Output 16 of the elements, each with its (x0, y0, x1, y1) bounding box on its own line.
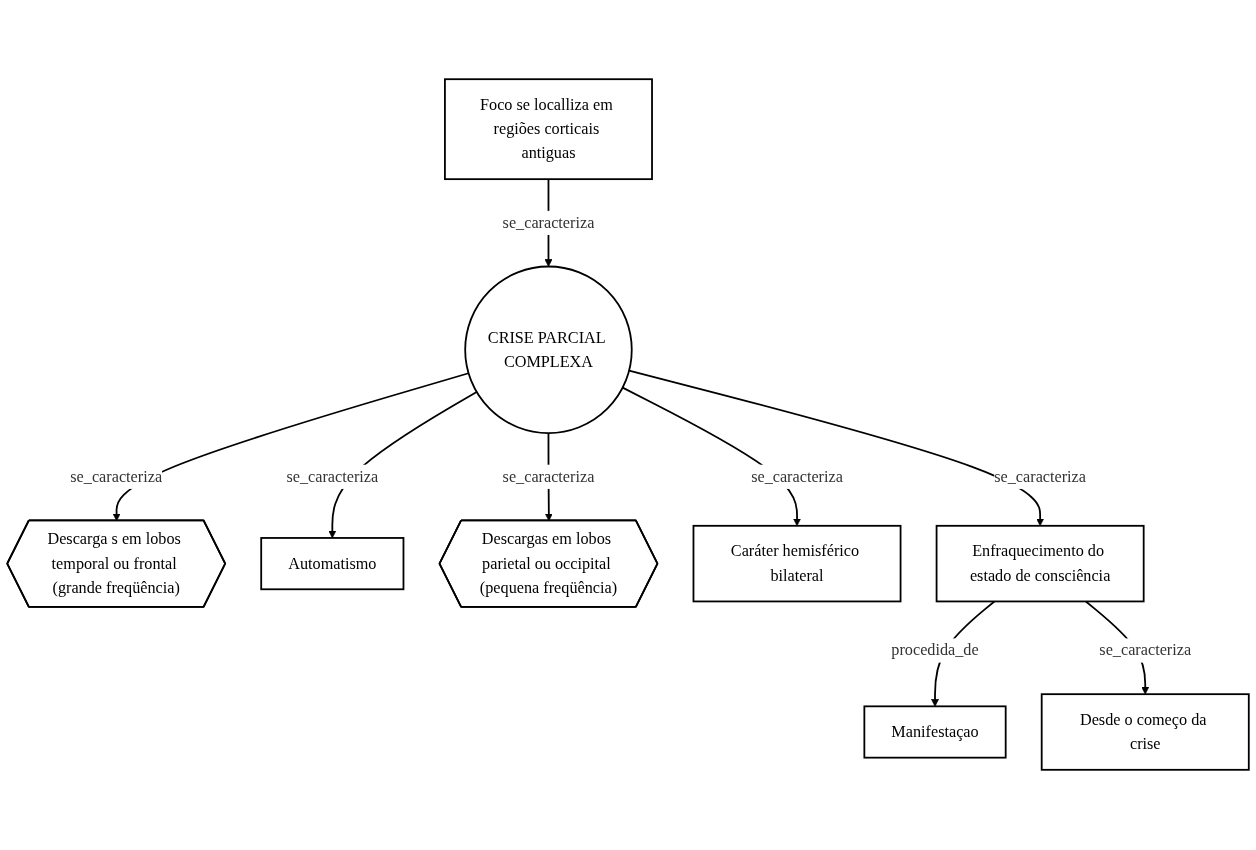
node-box: Foco se localliza em regiões corticais antiguas (444, 78, 653, 181)
edge-label: procedida_de (891, 641, 979, 660)
edge-label: se_caracteriza (994, 467, 1087, 486)
edge-label: se_caracteriza (70, 467, 163, 486)
edge-label: se_caracteriza (502, 213, 595, 232)
node-box: Caráter hemisférico bilateral (692, 525, 902, 603)
arrow (628, 370, 1045, 527)
edge-label: se_caracteriza (286, 467, 379, 486)
node-box: Enfraquecimento do estado de consciência (935, 525, 1145, 603)
node-box: Automatismo (260, 537, 405, 591)
edge-label: se_caracteriza (751, 467, 843, 486)
node-box: Desde o começo da crise (1040, 693, 1250, 772)
node-circle: CRISE PARCIAL COMPLEXA (464, 266, 633, 435)
edge-label: se_caracteriza (502, 467, 595, 486)
edge-label: se_caracteriza (1099, 641, 1192, 660)
node-box: Manifestaçao (863, 705, 1007, 760)
